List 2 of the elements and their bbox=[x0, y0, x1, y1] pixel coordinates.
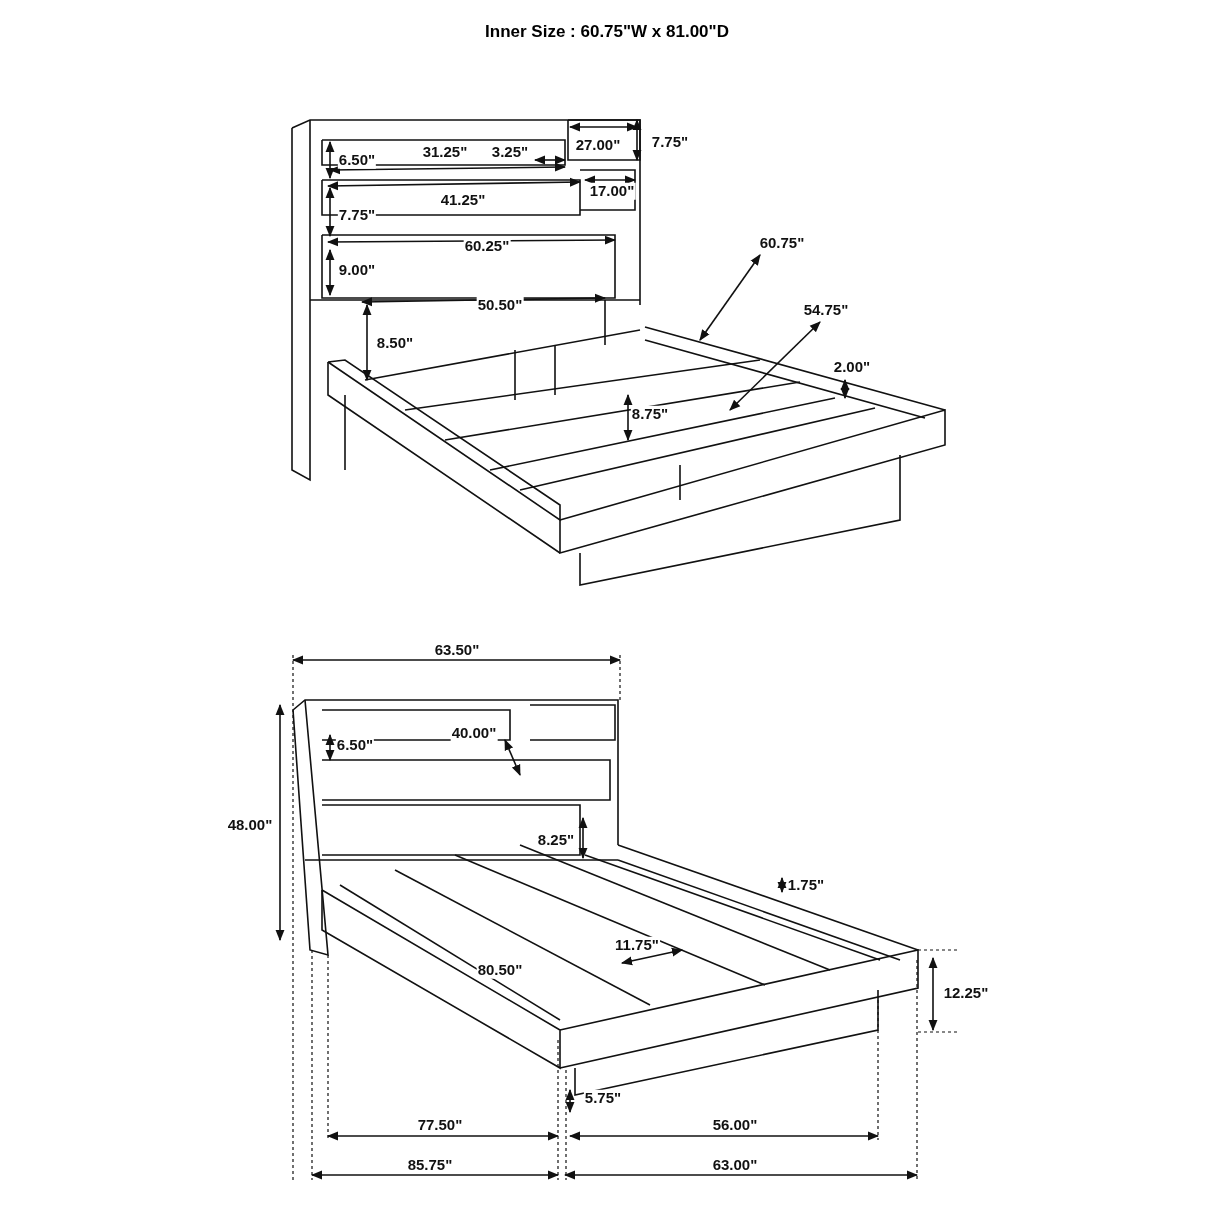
diagram-title: Inner Size : 60.75"W x 81.00"D bbox=[484, 22, 730, 42]
dimension-label: 17.00" bbox=[588, 182, 636, 200]
